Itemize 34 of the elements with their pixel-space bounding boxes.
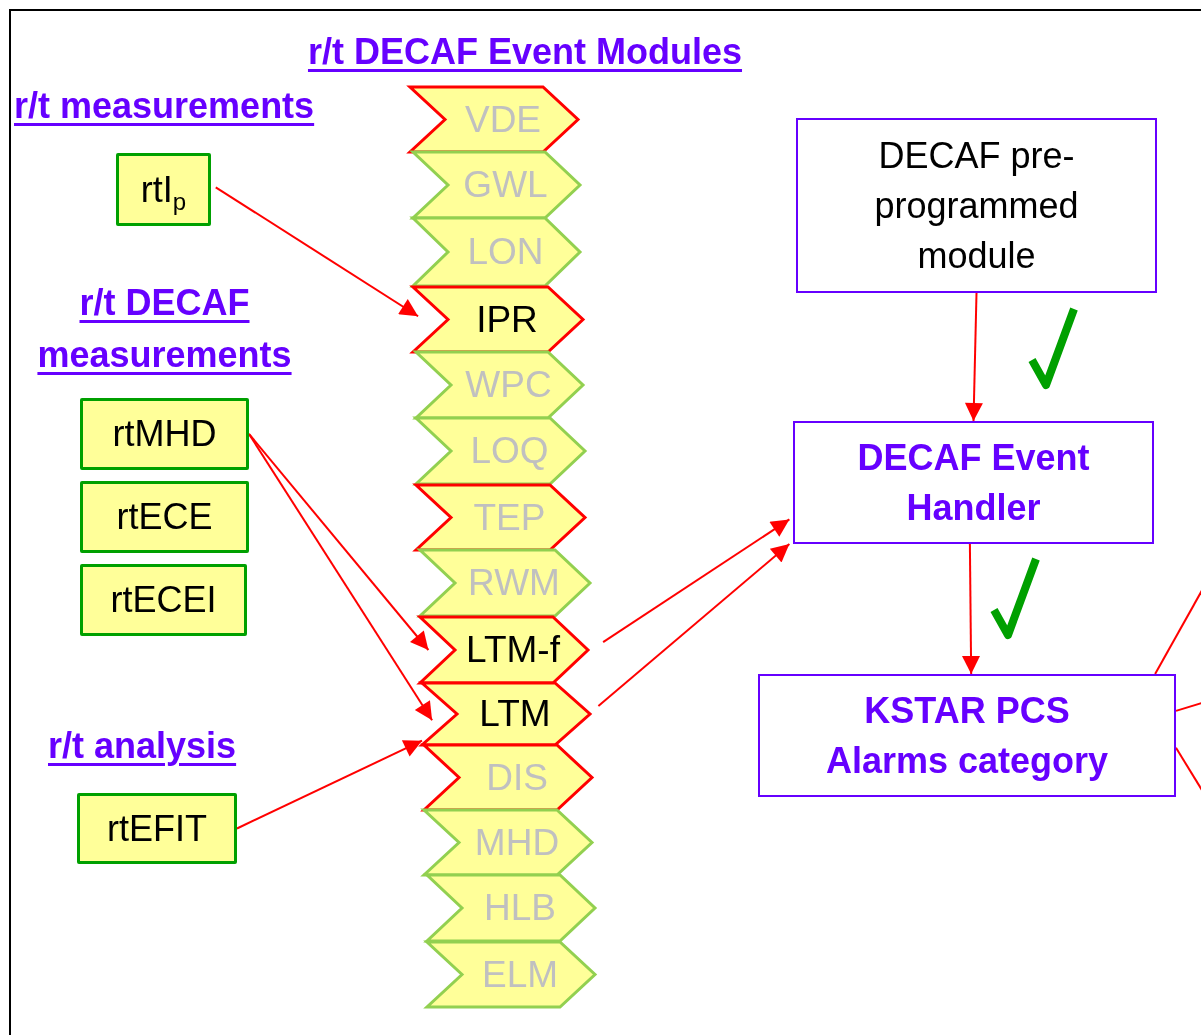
arrow xyxy=(964,292,983,422)
module-label: IPR xyxy=(476,297,538,342)
measurement-box: rtECEI xyxy=(80,564,247,636)
module-label: GWL xyxy=(463,163,548,207)
module-label: LTM xyxy=(479,692,551,736)
section-heading: r/t DECAF Event Modules xyxy=(306,30,743,74)
process-box: DECAF pre-programmed module xyxy=(796,118,1157,293)
arrow xyxy=(597,543,791,707)
measurement-box: rtMHD xyxy=(80,398,249,470)
module-label: VDE xyxy=(464,97,542,142)
module-label: ELM xyxy=(481,952,559,997)
module-label: LON xyxy=(467,230,544,274)
arrow xyxy=(248,433,430,651)
measurement-box: rtI$_{p}$ xyxy=(116,153,211,226)
process-box: DECAF Event Handler xyxy=(793,421,1154,544)
arrow xyxy=(602,518,791,644)
measurement-box: rtECE xyxy=(80,481,249,553)
module-label: HLB xyxy=(484,886,556,930)
arrow xyxy=(214,186,420,318)
module-label: LOQ xyxy=(470,429,549,473)
module-label: DIS xyxy=(486,755,548,800)
module-label: TEP xyxy=(473,495,546,540)
process-box: KSTAR PCS Alarms category xyxy=(758,674,1176,797)
measurement-box: rtEFIT xyxy=(77,793,237,864)
module-label: WPC xyxy=(465,363,552,407)
module-label: RWM xyxy=(468,561,560,605)
section-heading: r/t DECAF measurements xyxy=(36,281,293,377)
module-label: LTM-f xyxy=(466,628,560,672)
module-label: MHD xyxy=(474,820,560,865)
arrow xyxy=(962,543,980,675)
section-heading: r/t analysis xyxy=(48,724,238,768)
arrow xyxy=(236,739,423,830)
section-heading: r/t measurements xyxy=(14,84,316,128)
arrow xyxy=(248,433,434,722)
